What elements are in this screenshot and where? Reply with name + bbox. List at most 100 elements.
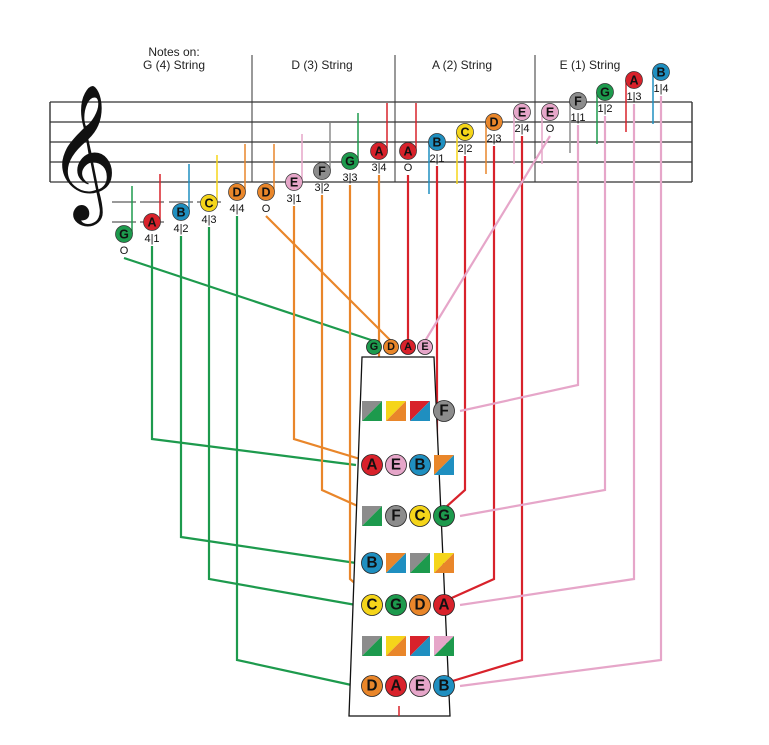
note-head [200, 194, 218, 212]
note-head [428, 133, 446, 151]
enharmonic-swatch [434, 455, 454, 475]
connector-line [292, 206, 381, 467]
staff-note-e2: G1|2 [596, 83, 614, 144]
enharmonic-swatch [362, 636, 382, 656]
note-letter: E [546, 106, 554, 120]
note-letter: C [204, 197, 213, 211]
staff-note-a1: B2|1 [428, 133, 446, 194]
enharmonic-swatch [410, 553, 430, 573]
note-letter: E [421, 341, 428, 353]
fingering-label: 3|4 [371, 162, 386, 174]
fingerboard-note: D [361, 675, 383, 697]
note-letter: E [415, 677, 425, 694]
staff-note-e3: A1|3 [625, 71, 643, 132]
fingering-label: 3|1 [286, 193, 301, 205]
note-letter: G [119, 228, 129, 242]
fingering-label: 3|2 [314, 182, 329, 194]
note-head [456, 123, 474, 141]
connector-line [235, 216, 357, 688]
enharmonic-swatch [362, 506, 382, 526]
note-head [625, 71, 643, 89]
fingering-label: 1|3 [626, 91, 641, 103]
note-letter: C [460, 126, 469, 140]
fingering-label: O [404, 162, 413, 174]
fingering-label: 4|3 [201, 214, 216, 226]
enharmonic-swatch [386, 553, 406, 573]
fingerboard-note: D [409, 594, 431, 616]
note-head [285, 173, 303, 191]
fingerboard-row-row-4: B [361, 552, 454, 574]
fingering-label: 2|4 [514, 123, 529, 135]
staff-note-g4: D4|4 [228, 144, 246, 215]
fingerboard-row-row-1: F [362, 400, 455, 422]
note-head [513, 103, 531, 121]
connector-line [150, 246, 357, 467]
note-letter: A [367, 456, 378, 473]
g-string-header: Notes on: G (4) String [128, 46, 220, 72]
fingerboard-note: C [361, 594, 383, 616]
note-head [485, 113, 503, 131]
note-letter: B [415, 456, 426, 473]
note-letter: C [367, 596, 378, 613]
fingering-label: 2|3 [486, 133, 501, 145]
staff-note-d2: F 3|2 [313, 123, 331, 194]
fingering-label: 4|2 [173, 223, 188, 235]
fingerboard-note: E [385, 454, 407, 476]
note-head [143, 213, 161, 231]
staff-note-g1: A 4|1 [140, 174, 164, 245]
staff-note-e1: F1|1 [569, 92, 587, 153]
fingerboard-row-row-6 [362, 636, 454, 656]
staff-note-a0: AO [399, 103, 417, 174]
d-string-header: D (3) String [291, 58, 353, 72]
note-letter: E [391, 456, 401, 473]
fingerboard-note: B [361, 552, 383, 574]
note-head [341, 152, 359, 170]
connector-line [265, 215, 392, 342]
note-head [172, 203, 190, 221]
connector-line [179, 236, 357, 565]
fingerboard-note: C [409, 505, 431, 527]
fingering-label: O [262, 203, 271, 215]
note-head [115, 225, 133, 243]
staff-note-a3: D 2|3 [485, 113, 503, 174]
fingering-label: 4|4 [229, 203, 244, 215]
note-head [569, 92, 587, 110]
fingerboard-note: A [361, 454, 383, 476]
e-string-header: E (1) String [559, 58, 621, 72]
g-header-line1: Notes on: [148, 45, 200, 59]
fingerboard-note: B [409, 454, 431, 476]
note-letter: F [318, 165, 326, 179]
fingering-label: 4|1 [144, 233, 159, 245]
staff-note-d4: A3|4 [370, 103, 388, 174]
staff-note-g0: GO [112, 186, 136, 257]
staff-note-a2: C2|2 [456, 123, 474, 184]
fingerboard-note: A [433, 594, 455, 616]
note-letter: F [391, 507, 400, 524]
note-letter: G [370, 341, 378, 353]
connector-line [435, 146, 496, 607]
fingering-label: O [546, 123, 555, 135]
note-letter: F [439, 402, 448, 419]
fingerboard-note: F [433, 400, 455, 422]
note-head [370, 142, 388, 160]
staff-note-d3: G3|3 [341, 113, 359, 184]
staff-note-e4: B1|4 [652, 63, 670, 124]
enharmonic-swatch [386, 636, 406, 656]
note-letter: D [489, 116, 498, 130]
staff-note-e0: EO [541, 103, 559, 164]
open-string-note: A [400, 339, 416, 355]
treble-clef-icon: 𝄞 [48, 82, 118, 226]
staff-note-d1: E 3|1 [285, 134, 303, 205]
note-letter: D [387, 341, 395, 353]
note-letter: E [290, 176, 298, 190]
note-letter: A [147, 216, 156, 230]
fingering-label: 1|4 [653, 83, 668, 95]
note-letter: G [390, 596, 402, 613]
open-string-note: G [366, 339, 382, 355]
